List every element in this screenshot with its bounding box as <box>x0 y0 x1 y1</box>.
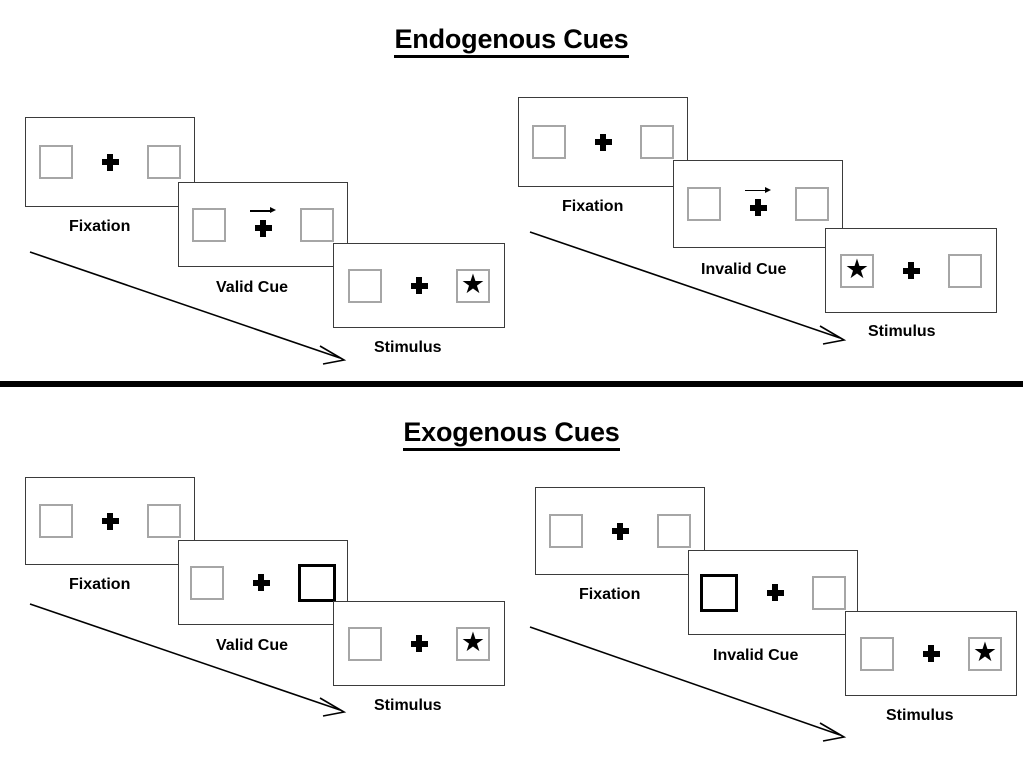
fixation-cross-with-cue <box>246 207 280 242</box>
section-divider <box>0 381 1023 387</box>
fixation-cross <box>894 254 928 288</box>
arrow-right-icon <box>250 207 276 216</box>
star-icon: ★ <box>460 627 486 657</box>
fixation-cross <box>586 125 620 159</box>
section-title-endogenous-text: Endogenous Cues <box>394 24 629 58</box>
left-box <box>39 504 73 538</box>
left-box <box>348 626 382 661</box>
left-box <box>687 187 721 221</box>
right-box <box>657 514 691 548</box>
frame-endogenous-valid-fixation[interactable] <box>25 117 195 207</box>
caption-endogenous-invalid-stimulus: Stimulus <box>868 323 936 340</box>
caption-endogenous-invalid-fixation: Fixation <box>562 198 624 215</box>
fixation-cross <box>914 637 948 671</box>
caption-endogenous-valid-fixation: Fixation <box>69 218 131 235</box>
caption-exogenous-valid-fixation: Fixation <box>69 576 131 593</box>
caption-endogenous-valid-stimulus: Stimulus <box>374 339 442 356</box>
left-box <box>39 145 73 179</box>
section-title-exogenous: Exogenous Cues <box>0 417 1023 451</box>
fixation-cross <box>244 566 278 600</box>
left-box <box>549 514 583 548</box>
fixation-cross <box>758 576 792 610</box>
frame-exogenous-invalid-fixation[interactable] <box>535 487 705 575</box>
left-box <box>192 207 226 242</box>
left-box <box>190 565 224 600</box>
frame-exogenous-valid-fixation[interactable] <box>25 477 195 565</box>
right-box <box>147 145 181 179</box>
fixation-cross <box>603 514 637 548</box>
fixation-cross <box>93 145 127 179</box>
left-box <box>860 636 894 671</box>
time-arrow-endogenous-invalid <box>529 231 847 345</box>
frame-endogenous-valid-cue[interactable] <box>178 182 348 267</box>
right-box <box>948 253 982 288</box>
caption-endogenous-valid-cue: Valid Cue <box>216 279 289 296</box>
frame-exogenous-valid-cue[interactable] <box>178 540 348 625</box>
caption-exogenous-invalid-stimulus: Stimulus <box>886 707 954 724</box>
left-box-cued <box>700 573 738 612</box>
frame-exogenous-invalid-stimulus[interactable]: ★ <box>845 611 1017 696</box>
section-exogenous: Exogenous Cues Fixation Valid Cue <box>0 387 1023 767</box>
right-box <box>147 504 181 538</box>
right-box <box>795 187 829 221</box>
section-title-exogenous-text: Exogenous Cues <box>403 417 620 451</box>
caption-exogenous-invalid-fixation: Fixation <box>579 586 641 603</box>
frame-exogenous-valid-stimulus[interactable]: ★ <box>333 601 505 686</box>
fixation-cross <box>93 504 127 538</box>
right-box-with-target: ★ <box>456 626 490 661</box>
caption-exogenous-valid-stimulus: Stimulus <box>374 697 442 714</box>
right-box-with-target: ★ <box>456 268 490 303</box>
right-box-with-target: ★ <box>968 636 1002 671</box>
right-box <box>640 125 674 159</box>
fixation-cross <box>402 627 436 661</box>
fixation-cross <box>402 269 436 303</box>
time-arrow-endogenous-valid <box>29 251 347 365</box>
frame-endogenous-valid-stimulus[interactable]: ★ <box>333 243 505 328</box>
left-box <box>532 125 566 159</box>
star-icon: ★ <box>972 637 998 667</box>
right-box <box>300 207 334 242</box>
time-arrow-exogenous-valid <box>29 603 347 717</box>
right-box <box>812 575 846 610</box>
section-title-endogenous: Endogenous Cues <box>0 24 1023 58</box>
star-icon: ★ <box>460 269 486 299</box>
fixation-cross-with-cue <box>741 186 775 221</box>
left-box-with-target: ★ <box>840 253 874 288</box>
frame-endogenous-invalid-fixation[interactable] <box>518 97 688 187</box>
right-box-cued <box>298 563 336 602</box>
frame-exogenous-invalid-cue[interactable] <box>688 550 858 635</box>
section-endogenous: Endogenous Cues Fixation <box>0 24 1023 365</box>
arrow-right-icon <box>745 186 771 195</box>
caption-endogenous-invalid-cue: Invalid Cue <box>701 261 787 278</box>
star-icon: ★ <box>844 254 870 284</box>
time-arrow-exogenous-invalid <box>529 626 847 742</box>
frame-endogenous-invalid-cue[interactable] <box>673 160 843 248</box>
left-box <box>348 268 382 303</box>
caption-exogenous-invalid-cue: Invalid Cue <box>713 647 799 664</box>
caption-exogenous-valid-cue: Valid Cue <box>216 637 289 654</box>
frame-endogenous-invalid-stimulus[interactable]: ★ <box>825 228 997 313</box>
